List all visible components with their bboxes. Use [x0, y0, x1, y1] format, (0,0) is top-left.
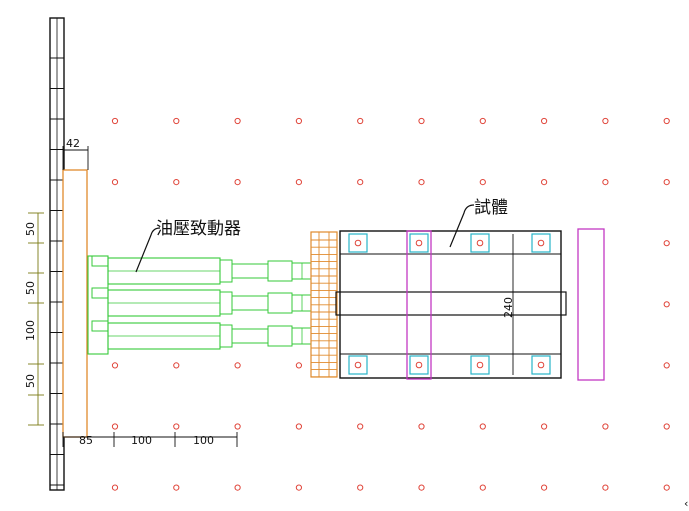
loading-comb [310, 231, 338, 378]
anchor-dot [479, 484, 486, 491]
bolt-box [409, 233, 429, 253]
reaction-column [62, 169, 88, 438]
anchor-dot [111, 484, 119, 491]
anchor-dot [357, 117, 364, 125]
anchor-dot [602, 423, 609, 430]
anchor-dot [234, 484, 241, 491]
anchor-dot [418, 117, 425, 125]
anchor-dot [295, 117, 302, 125]
dimension-vertical-50-c: 50 [24, 374, 37, 388]
dimension-85-label: 85 [79, 434, 93, 447]
specimen-240-label: 240 [502, 297, 515, 318]
anchor-dot [234, 117, 241, 125]
wall-ticks [50, 57, 64, 486]
anchor-dot [541, 484, 548, 491]
hydraulic-actuators [87, 255, 312, 355]
anchor-dot [173, 484, 180, 491]
anchor-dot [418, 423, 425, 430]
dimension-vertical-chain: 50 50 100 50 [24, 212, 44, 426]
anchor-dot [541, 179, 548, 186]
dimension-100-label-b: 100 [193, 434, 214, 447]
bolt-box [470, 355, 490, 375]
anchor-dot [111, 362, 119, 369]
anchor-dot [111, 117, 119, 125]
anchor-dot [541, 423, 548, 430]
actuator-1 [91, 255, 312, 285]
anchor-dot [418, 179, 425, 186]
anchor-dot [663, 117, 670, 125]
bolt-box [348, 233, 368, 253]
anchor-dot [173, 423, 180, 430]
actuator-2 [91, 287, 312, 317]
dimension-100-label-a: 100 [131, 434, 152, 447]
anchor-dot-grid [111, 117, 670, 491]
load-plates [406, 228, 605, 381]
dimension-vertical-100: 100 [24, 320, 37, 341]
specimen-label: 試體 [474, 198, 508, 218]
anchor-dot [295, 423, 302, 430]
specimen-callout: 試體 [449, 198, 508, 248]
actuator-base [87, 255, 109, 355]
anchor-dot [234, 362, 241, 369]
dimension-42-label: 42 [66, 137, 80, 150]
anchor-dot [357, 179, 364, 186]
anchor-dot [173, 362, 180, 369]
dimension-bottom-chain: 85 100 100 [62, 432, 238, 447]
anchor-dot [295, 484, 302, 491]
anchor-dot [663, 423, 670, 430]
anchor-dot [541, 117, 548, 125]
anchor-dot [295, 362, 302, 369]
reaction-wall [49, 17, 65, 491]
dimension-column-width: 42 [62, 137, 89, 170]
anchor-dot [602, 117, 609, 125]
actuator-label: 油壓致動器 [156, 219, 241, 239]
anchor-dot [479, 179, 486, 186]
specimen: 240 [335, 230, 567, 379]
anchor-dot [234, 423, 241, 430]
bolt-box [470, 233, 490, 253]
anchor-dot [357, 423, 364, 430]
actuator-3 [91, 320, 312, 350]
anchor-dot [663, 362, 670, 369]
anchor-dot [602, 484, 609, 491]
anchor-dot [663, 240, 670, 247]
anchor-dot [295, 179, 302, 186]
anchor-dot [479, 117, 486, 125]
dimension-vertical-50-b: 50 [24, 281, 37, 295]
actuator-callout: 油壓致動器 [135, 219, 241, 273]
anchor-dot [663, 179, 670, 186]
anchor-dot [418, 484, 425, 491]
bolt-box [531, 355, 551, 375]
dimension-vertical-50-a: 50 [24, 222, 37, 236]
anchor-dot [234, 179, 241, 186]
anchor-dot [111, 179, 119, 186]
anchor-dot [357, 484, 364, 491]
specimen-bolts [348, 233, 551, 375]
anchor-dot [173, 179, 180, 186]
bolt-box [348, 355, 368, 375]
bolt-box [531, 233, 551, 253]
corner-mark: ‹ [684, 497, 688, 510]
anchor-dot [663, 484, 670, 491]
anchor-dot [111, 423, 119, 430]
anchor-dot [663, 301, 670, 308]
anchor-dot [173, 117, 180, 125]
bolt-box [409, 355, 429, 375]
anchor-dot [602, 179, 609, 186]
anchor-dot [479, 423, 486, 430]
